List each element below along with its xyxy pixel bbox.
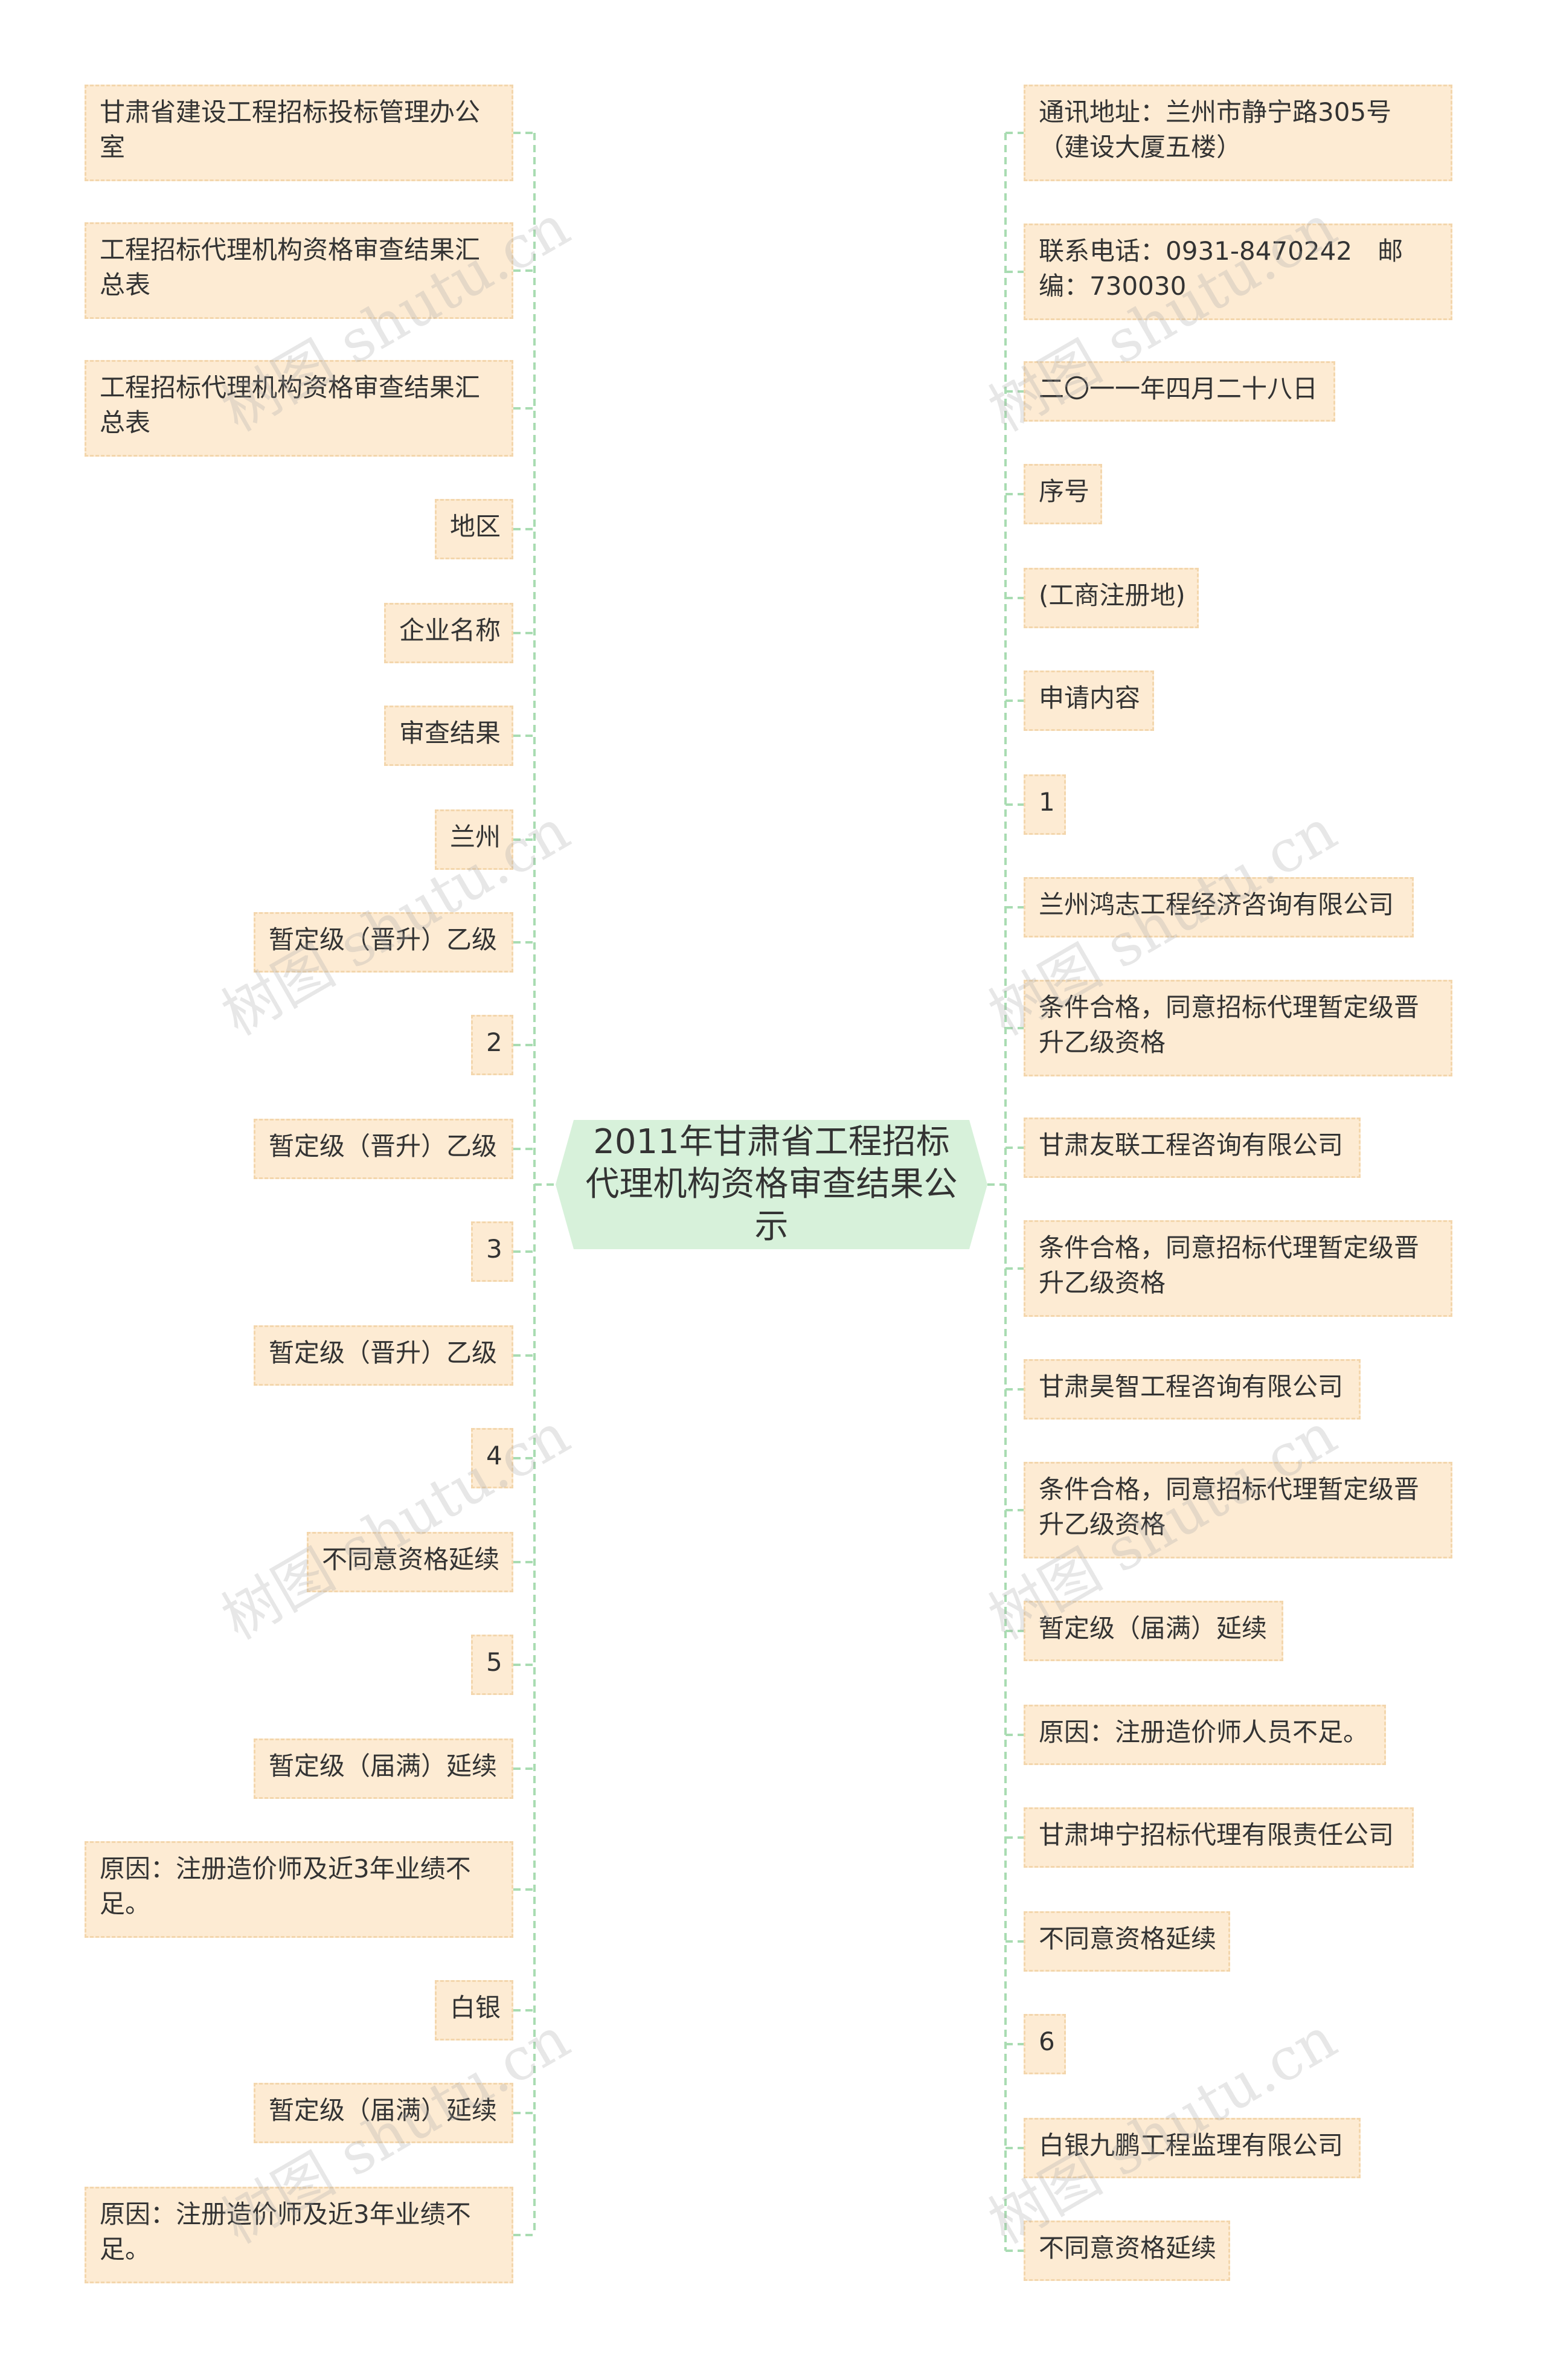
right-node-label: 条件合格，同意招标代理暂定级晋升乙级资格 [1039, 992, 1420, 1057]
right-node[interactable]: 申请内容 [1024, 671, 1154, 731]
left-node[interactable]: 兰州 [435, 809, 513, 870]
left-node-label: 原因：注册造价师及近3年业绩不足。 [100, 1854, 471, 1918]
left-node[interactable]: 2 [471, 1015, 513, 1075]
left-node-label: 地区 [450, 512, 501, 541]
left-node-label: 暂定级（届满）延续 [269, 1751, 498, 1781]
right-node[interactable]: 甘肃友联工程咨询有限公司 [1024, 1118, 1361, 1178]
left-node[interactable]: 暂定级（届满）延续 [254, 1738, 513, 1799]
right-node[interactable]: 不同意资格延续 [1024, 2221, 1230, 2281]
left-node[interactable]: 工程招标代理机构资格审查结果汇总表 [85, 222, 513, 319]
left-node[interactable]: 暂定级（晋升）乙级 [254, 1119, 513, 1179]
right-node-label: 暂定级（届满）延续 [1039, 1613, 1268, 1643]
right-node-label: 序号 [1039, 477, 1090, 506]
left-node-label: 4 [486, 1441, 502, 1470]
left-node[interactable]: 5 [471, 1635, 513, 1695]
right-node[interactable]: 通讯地址：兰州市静宁路305号（建设大厦五楼） [1024, 85, 1452, 181]
left-node-label: 暂定级（晋升）乙级 [269, 1131, 498, 1161]
left-node[interactable]: 甘肃省建设工程招标投标管理办公室 [85, 85, 513, 181]
left-node-label: 2 [486, 1028, 502, 1057]
left-node[interactable]: 暂定级（晋升）乙级 [254, 912, 513, 973]
right-node[interactable]: 条件合格，同意招标代理暂定级晋升乙级资格 [1024, 1462, 1452, 1558]
left-node-label: 审查结果 [399, 718, 501, 748]
left-node-label: 白银 [450, 1993, 501, 2022]
central-topic[interactable]: 2011年甘肃省工程招标代理机构资格审查结果公示 [556, 1120, 987, 1249]
right-node-label: 申请内容 [1039, 683, 1141, 713]
right-node[interactable]: 条件合格，同意招标代理暂定级晋升乙级资格 [1024, 980, 1452, 1076]
right-node-label: 甘肃昊智工程咨询有限公司 [1039, 1372, 1344, 1401]
right-node[interactable]: 6 [1024, 2014, 1066, 2074]
right-node[interactable]: 兰州鸿志工程经济咨询有限公司 [1024, 877, 1414, 938]
right-node[interactable]: 原因：注册造价师人员不足。 [1024, 1705, 1386, 1765]
right-node[interactable]: 1 [1024, 774, 1066, 835]
left-node-label: 暂定级（晋升）乙级 [269, 925, 498, 954]
left-node[interactable]: 工程招标代理机构资格审查结果汇总表 [85, 360, 513, 457]
left-node-label: 暂定级（届满）延续 [269, 2095, 498, 2125]
right-node-label: 二〇一一年四月二十八日 [1039, 374, 1318, 404]
left-node-label: 兰州 [450, 822, 501, 852]
left-node-label: 企业名称 [399, 616, 501, 645]
right-node[interactable]: 联系电话：0931-8470242 邮编：730030 [1024, 224, 1452, 320]
right-node[interactable]: 暂定级（届满）延续 [1024, 1601, 1283, 1661]
right-node-label: 6 [1039, 2027, 1055, 2056]
right-node-label: 不同意资格延续 [1039, 2233, 1217, 2263]
left-node-label: 不同意资格延续 [322, 1545, 500, 1574]
right-node-label: 原因：注册造价师人员不足。 [1039, 1717, 1369, 1747]
left-node-label: 3 [486, 1234, 502, 1264]
left-node-label: 工程招标代理机构资格审查结果汇总表 [100, 235, 481, 300]
right-node[interactable]: (工商注册地) [1024, 568, 1199, 628]
right-node-label: 甘肃友联工程咨询有限公司 [1039, 1130, 1344, 1160]
right-node[interactable]: 二〇一一年四月二十八日 [1024, 361, 1335, 422]
right-node[interactable]: 序号 [1024, 464, 1102, 524]
left-node-label: 5 [486, 1647, 502, 1677]
right-node-label: 条件合格，同意招标代理暂定级晋升乙级资格 [1039, 1475, 1420, 1539]
right-node-label: 白银九鹏工程监理有限公司 [1039, 2131, 1344, 2160]
left-node-label: 工程招标代理机构资格审查结果汇总表 [100, 373, 481, 437]
right-node-label: (工商注册地) [1039, 581, 1185, 610]
left-node[interactable]: 4 [471, 1428, 513, 1488]
central-topic-label: 2011年甘肃省工程招标代理机构资格审查结果公示 [585, 1122, 958, 1246]
left-node[interactable]: 企业名称 [384, 603, 513, 663]
right-node-label: 联系电话：0931-8470242 邮编：730030 [1039, 236, 1403, 301]
right-node-label: 不同意资格延续 [1039, 1924, 1217, 1954]
right-node-label: 兰州鸿志工程经济咨询有限公司 [1039, 890, 1394, 919]
right-node-label: 通讯地址：兰州市静宁路305号（建设大厦五楼） [1039, 97, 1392, 162]
right-node[interactable]: 甘肃坤宁招标代理有限责任公司 [1024, 1807, 1414, 1868]
left-node[interactable]: 不同意资格延续 [307, 1532, 513, 1592]
right-node[interactable]: 甘肃昊智工程咨询有限公司 [1024, 1359, 1361, 1420]
left-node[interactable]: 原因：注册造价师及近3年业绩不足。 [85, 1841, 513, 1938]
right-node-label: 1 [1039, 787, 1055, 817]
left-node[interactable]: 原因：注册造价师及近3年业绩不足。 [85, 2187, 513, 2283]
left-node-label: 甘肃省建设工程招标投标管理办公室 [100, 97, 481, 162]
right-node[interactable]: 条件合格，同意招标代理暂定级晋升乙级资格 [1024, 1220, 1452, 1317]
left-node[interactable]: 3 [471, 1221, 513, 1282]
left-node[interactable]: 审查结果 [384, 706, 513, 766]
right-node-label: 条件合格，同意招标代理暂定级晋升乙级资格 [1039, 1233, 1420, 1298]
left-node-label: 原因：注册造价师及近3年业绩不足。 [100, 2199, 471, 2264]
left-node[interactable]: 白银 [435, 1980, 513, 2041]
right-node[interactable]: 不同意资格延续 [1024, 1911, 1230, 1972]
right-node[interactable]: 白银九鹏工程监理有限公司 [1024, 2118, 1361, 2178]
left-node[interactable]: 地区 [435, 499, 513, 559]
right-node-label: 甘肃坤宁招标代理有限责任公司 [1039, 1820, 1394, 1850]
left-node-label: 暂定级（晋升）乙级 [269, 1338, 498, 1368]
left-node[interactable]: 暂定级（晋升）乙级 [254, 1325, 513, 1386]
left-node[interactable]: 暂定级（届满）延续 [254, 2083, 513, 2143]
